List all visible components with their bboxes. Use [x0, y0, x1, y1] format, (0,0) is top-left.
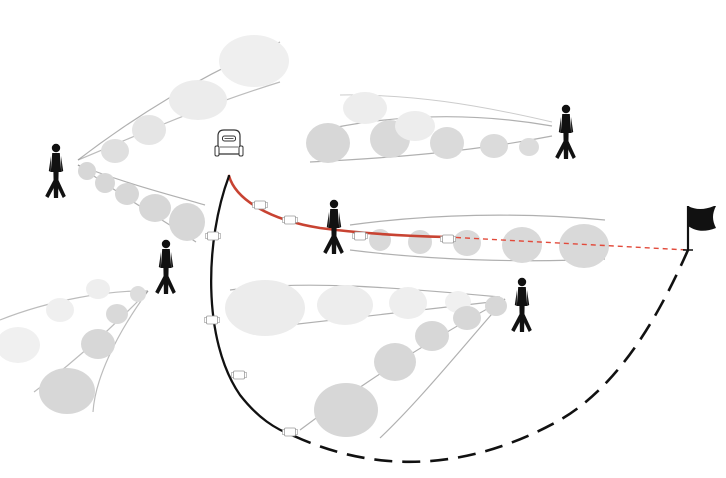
robot-waypoint-icon	[440, 234, 456, 244]
robot-waypoint-icon	[252, 200, 268, 210]
paths	[210, 174, 690, 464]
robot-waypoint-icon	[282, 427, 298, 437]
prediction-cone-upper-right	[306, 92, 553, 163]
robot-waypoint-icon	[282, 215, 298, 225]
robot-waypoint-icon	[231, 370, 247, 380]
pedestrian-icon	[555, 104, 576, 159]
pedestrian-icon	[45, 143, 66, 198]
robot-icon	[214, 129, 244, 157]
detour-route-solid	[210, 174, 296, 438]
robot-waypoint-icon	[204, 315, 220, 325]
direct-route-dashed	[446, 236, 689, 251]
flag-icon	[683, 206, 716, 251]
pedestrian-icon	[511, 277, 532, 332]
prediction-cone-lower-left	[0, 279, 149, 414]
pedestrian-icon	[155, 239, 176, 294]
direct-route-solid	[227, 174, 449, 239]
robot-waypoint-icon	[352, 231, 368, 241]
prediction-cone-right-middle	[349, 214, 609, 268]
prediction-cone-lower-right	[299, 296, 507, 439]
robot-waypoint-icon	[205, 231, 221, 241]
pedestrian-icon	[323, 199, 344, 254]
prediction-cone-left	[77, 162, 206, 243]
prediction-cone-upper-left	[77, 35, 289, 163]
